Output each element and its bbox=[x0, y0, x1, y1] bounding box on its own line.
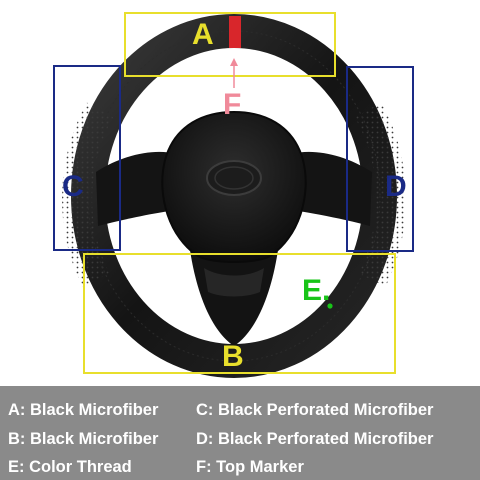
left-perforated-grip bbox=[62, 102, 114, 287]
product-photo: A B C D E. F bbox=[53, 12, 414, 378]
legend-item-b: B: Black Microfiber bbox=[8, 430, 159, 448]
zone-a-label: A bbox=[192, 18, 214, 51]
legend-item-c: C: Black Perforated Microfiber bbox=[196, 401, 434, 419]
arrow-head-icon bbox=[230, 58, 238, 66]
zone-d-box bbox=[346, 66, 414, 252]
emblem-inner-ring bbox=[214, 166, 254, 190]
zone-c-box bbox=[53, 65, 121, 251]
steering-wheel-illustration bbox=[53, 12, 414, 378]
legend-item-e: E: Color Thread bbox=[8, 458, 132, 476]
zone-a-box bbox=[124, 12, 336, 77]
zone-b-label: B bbox=[222, 340, 244, 373]
lower-trim bbox=[204, 268, 264, 297]
legend-item-f: F: Top Marker bbox=[196, 458, 304, 476]
bottom-spoke bbox=[190, 250, 278, 346]
zone-c-label: C bbox=[62, 170, 84, 203]
material-legend: A: Black Microfiber C: Black Perforated … bbox=[0, 386, 480, 480]
top-marker-stripe bbox=[229, 16, 241, 48]
zone-f-label: F bbox=[223, 88, 242, 121]
thread-point-marker bbox=[327, 303, 333, 309]
right-perforated-grip bbox=[354, 102, 406, 287]
zone-e-label: E. bbox=[302, 274, 331, 307]
legend-item-d: D: Black Perforated Microfiber bbox=[196, 430, 434, 448]
zone-d-label: D bbox=[385, 170, 407, 203]
rim-stitching bbox=[87, 30, 381, 362]
zone-b-box bbox=[83, 253, 396, 374]
legend-item-a: A: Black Microfiber bbox=[8, 401, 159, 419]
